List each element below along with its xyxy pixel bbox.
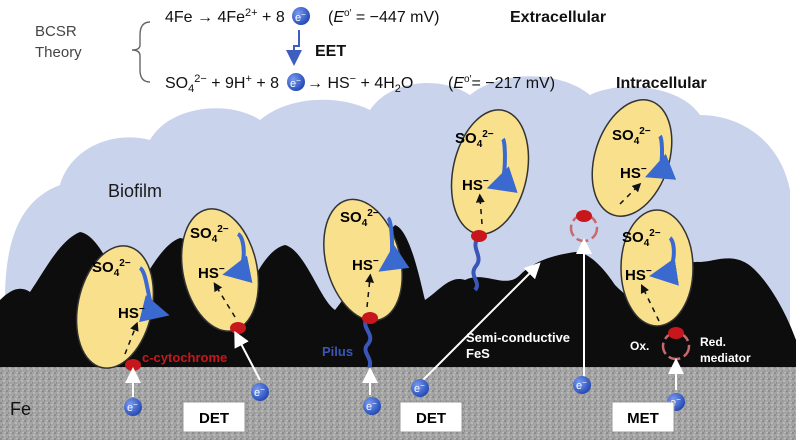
eq1-potential: (Eo′ = −447 mV) [328, 8, 439, 26]
cytochrome-dot-2 [230, 322, 246, 334]
electron-icon: e− [363, 397, 381, 415]
eq2-potential: (Eo′= −217 mV) [448, 74, 555, 92]
electron-icon: e− [411, 379, 429, 397]
ox-label: Ox. [630, 339, 649, 353]
fes-label: FeS [466, 346, 490, 361]
c-cytochrome-label: c-cytochrome [142, 350, 227, 365]
svg-text:e−: e− [295, 10, 306, 24]
cytochrome-dot-4 [471, 230, 487, 242]
cell-sulfide-label: HS− [118, 304, 145, 322]
bacterium-cell: SO42− HS− [75, 245, 170, 369]
pilus-label: Pilus [322, 344, 353, 359]
electron-icon: e− [124, 398, 142, 416]
cell-sulfide-label: HS− [198, 264, 225, 282]
svg-text:e−: e− [414, 381, 425, 395]
pilus-top-wire [471, 236, 481, 292]
met-box: MET [611, 401, 675, 433]
svg-text:DET: DET [199, 410, 229, 427]
electron-icon: e− [573, 376, 591, 394]
eet-label: EET [315, 43, 346, 60]
eq1-location: Extracellular [510, 9, 606, 26]
electron-group: e−e−e−e−e−e− [124, 376, 685, 416]
reduction-arrow [378, 216, 410, 272]
eq2-products: → HS− + 4H2O [307, 73, 413, 95]
reduction-arrow [486, 137, 518, 193]
electron-transport-chain [213, 282, 236, 318]
det-box-2: DET [399, 401, 463, 433]
svg-text:e−: e− [576, 378, 587, 392]
bcsr-label: BCSR [35, 23, 77, 40]
cell-sulfide-label: HS− [620, 164, 647, 182]
cell-sulfate-label: SO42− [92, 258, 131, 279]
theory-label: Theory [35, 44, 82, 61]
bacterium-cell: SO42− HS− [591, 99, 677, 217]
cell-group: SO42− HS− SO42− HS− SO42− HS− SO42− HS− SO42− HS−… [75, 99, 694, 369]
det-box-1: DET [182, 401, 246, 433]
svg-text:DET: DET [416, 410, 446, 427]
electron-transport-chain [365, 273, 375, 308]
bacterium-cell: SO42− HS− [450, 109, 530, 235]
eet-arrow [286, 30, 302, 66]
cell-sulfate-label: SO42− [612, 126, 651, 147]
eq1-text: 4Fe → 4Fe2+ + 8 [165, 7, 285, 26]
bacterium-cell: SO42− HS− [323, 198, 410, 322]
svg-text:MET: MET [627, 410, 659, 427]
reduction-arrow [222, 232, 253, 283]
pilus-wire [363, 316, 373, 369]
theory-brace [131, 21, 151, 83]
cell-sulfide-label: HS− [352, 256, 379, 274]
mediator-label: mediator [700, 351, 751, 365]
cell-sulfate-label: SO42− [340, 208, 379, 229]
reduction-arrow [649, 236, 679, 286]
eq2-location: Intracellular [616, 75, 707, 92]
svg-text:e−: e− [127, 400, 138, 414]
electron-transport-chain [640, 283, 660, 322]
electron-icon: e− [251, 383, 269, 401]
eq2-text: SO42− + 9H+ + 8 [165, 73, 279, 95]
cell-sulfide-label: HS− [462, 176, 489, 194]
electron-transport-chain [619, 182, 642, 205]
bacterium-cell: SO42− HS− [620, 209, 694, 327]
reduction-arrow [645, 134, 677, 180]
svg-text:e−: e− [290, 76, 301, 90]
red-label: Red. [700, 335, 726, 349]
eq1-electron: e− [292, 7, 310, 25]
cytochrome-dot-5 [576, 210, 592, 222]
electron-transport-chain [475, 193, 485, 225]
reduction-arrow [138, 266, 170, 323]
white-arrow-2 [234, 330, 261, 381]
cell-sulfate-label: SO42− [455, 129, 494, 150]
svg-text:e−: e− [366, 399, 377, 413]
white-arrow-4 [419, 262, 541, 384]
cell-sulfate-label: SO42− [190, 224, 229, 245]
svg-text:e−: e− [254, 385, 265, 399]
fe-label: Fe [10, 399, 31, 419]
cytochrome-dot-3 [362, 312, 378, 324]
eq2-electron: e− [287, 73, 305, 91]
cytochrome-dot-1 [125, 359, 141, 371]
cell-sulfate-label: SO42− [622, 228, 661, 249]
semi-conductive-label: Semi-conductive [466, 330, 570, 345]
biofilm-label: Biofilm [108, 181, 162, 201]
cell-sulfide-label: HS− [625, 266, 652, 284]
cytochrome-dot-6 [668, 327, 684, 339]
